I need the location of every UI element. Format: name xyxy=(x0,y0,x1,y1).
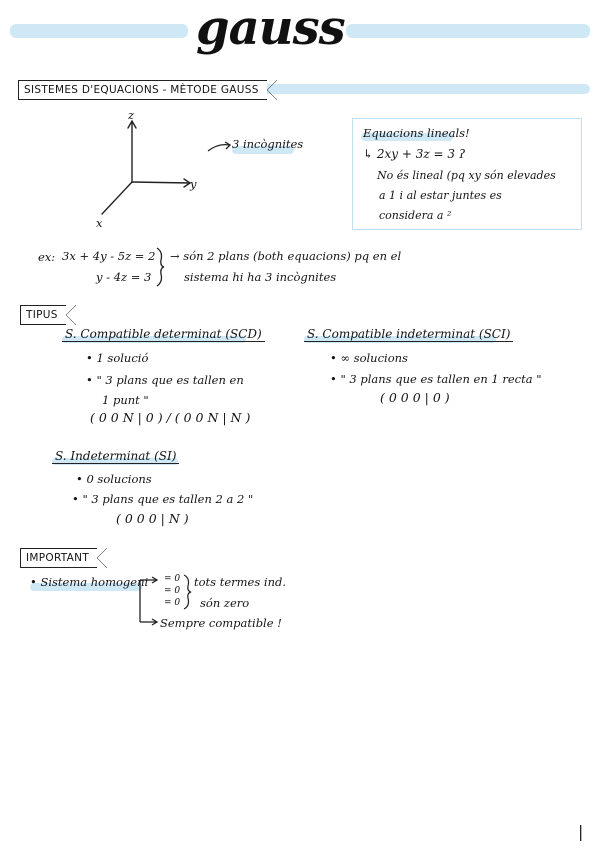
box-title-highlight xyxy=(361,133,453,141)
section-main-tag: SISTEMES D'EQUACIONS - MÈTODE GAUSS xyxy=(18,80,277,100)
zero-1: = 0 xyxy=(164,574,181,584)
homogeni-label: • Sistema homogeni xyxy=(30,575,149,589)
homogeni-highlight xyxy=(30,583,142,591)
example-note-2: sistema hi ha 3 incògnites xyxy=(184,270,337,284)
title-highlight-left xyxy=(10,24,188,38)
incognites-highlight xyxy=(232,146,294,154)
si-line-1: • 0 solucions xyxy=(76,472,152,486)
si-line-3: ( 0 0 0 | N ) xyxy=(116,511,189,526)
title-highlight-right xyxy=(346,24,590,38)
sci-highlight xyxy=(304,336,496,343)
example-brace xyxy=(156,247,165,287)
si-line-2: • " 3 plans que es tallen 2 a 2 " xyxy=(72,492,254,506)
homogeni-note-2: són zero xyxy=(200,596,250,610)
axis-z-label: z xyxy=(128,108,135,122)
homogeni-connector xyxy=(139,576,159,626)
axis-x-label: x xyxy=(96,216,103,230)
incognites-note: 3 incògnites xyxy=(232,137,304,151)
important-tag: IMPORTANT xyxy=(20,548,108,568)
arrow-icon xyxy=(207,141,232,152)
scd-title: S. Compatible determinat (SCD) xyxy=(62,327,265,342)
box-line-1: No és lineal (pq xy són elevades xyxy=(377,169,556,182)
scd-highlight xyxy=(62,336,246,343)
homogeni-note-1: tots termes ind. xyxy=(194,575,287,589)
scd-line-3: 1 punt " xyxy=(102,393,149,407)
box-equation: ↳ 2xy + 3z = 3 ʔ xyxy=(363,147,466,161)
sci-line-1: • ∞ solucions xyxy=(330,351,408,365)
page-mark: | xyxy=(578,822,584,841)
box-title: Equacions lineals! xyxy=(363,126,470,140)
section-highlight xyxy=(228,84,590,94)
zero-3: = 0 xyxy=(164,598,181,608)
scd-line-1: • 1 solució xyxy=(86,351,149,365)
box-line-3: considera a ² xyxy=(379,209,452,222)
example-eq-2: y - 4z = 3 xyxy=(96,270,152,284)
sci-line-3: ( 0 0 0 | 0 ) xyxy=(380,390,450,405)
sci-title: S. Compatible indeterminat (SCI) xyxy=(304,327,514,342)
linear-equations-box: Equacions lineals! ↳ 2xy + 3z = 3 ʔ No é… xyxy=(352,118,582,230)
tipus-tag: TIPUS xyxy=(20,305,76,325)
page-title: gauss xyxy=(196,0,346,56)
example-eq-1: 3x + 4y - 5z = 2 xyxy=(62,249,156,263)
zeros-brace xyxy=(183,574,192,610)
example-label: ex: xyxy=(38,250,56,264)
si-highlight xyxy=(52,458,178,465)
axes-diagram xyxy=(101,119,192,215)
example-note-1: → són 2 plans (both equacions) pq en el xyxy=(170,249,402,263)
scd-line-2: • " 3 plans que es tallen en xyxy=(86,373,244,387)
sci-line-2: • " 3 plans que es tallen en 1 recta " xyxy=(330,372,542,386)
scd-line-4: ( 0 0 N | 0 ) / ( 0 0 N | N ) xyxy=(90,410,251,425)
homogeni-conclusion: Sempre compatible ! xyxy=(160,616,282,630)
si-title: S. Indeterminat (SI) xyxy=(52,449,180,464)
axis-y-label: y xyxy=(190,177,197,191)
box-line-2: a 1 i al estar juntes es xyxy=(379,189,502,202)
zero-2: = 0 xyxy=(164,586,181,596)
